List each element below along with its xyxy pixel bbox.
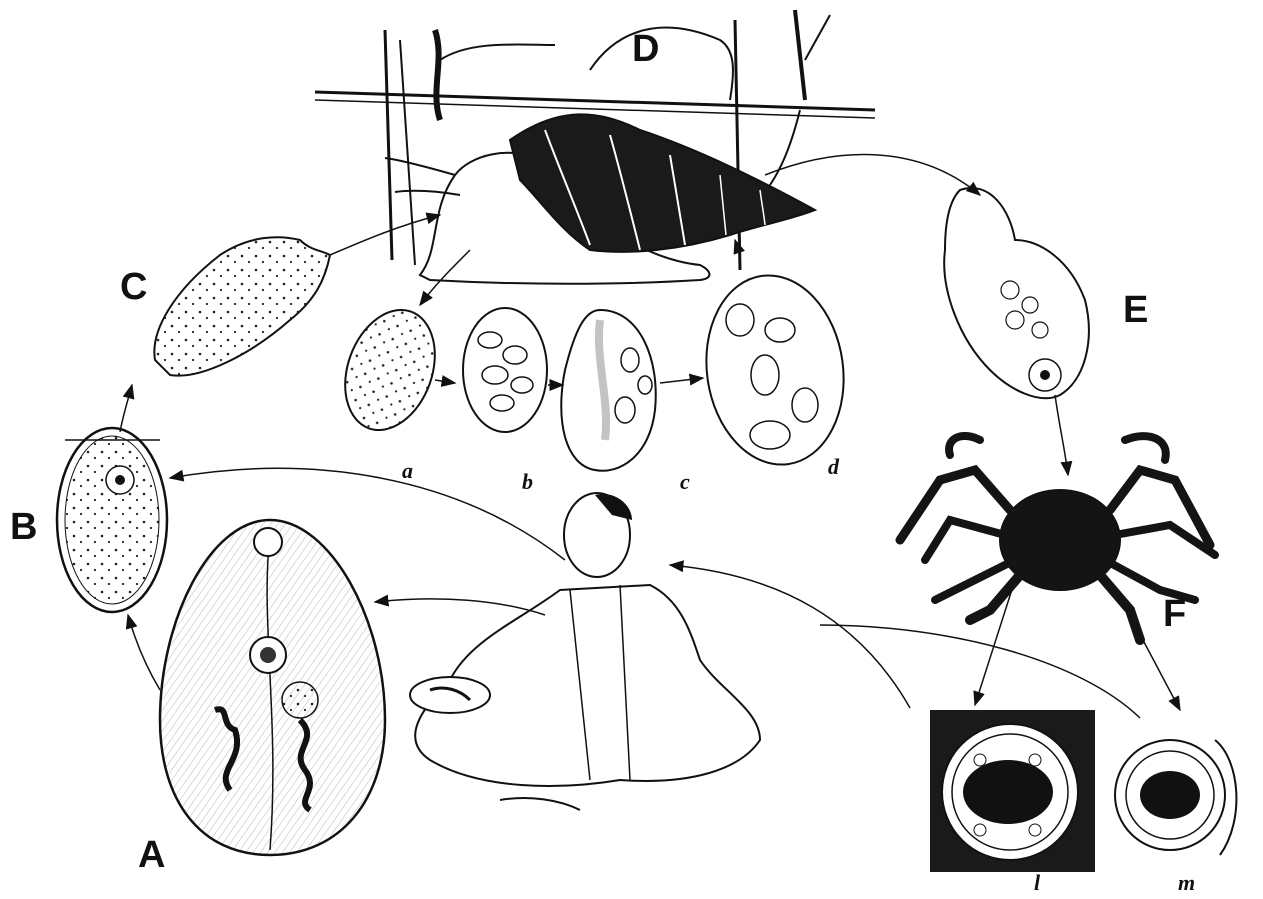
miracidium <box>154 237 330 375</box>
egg <box>57 428 167 612</box>
cercaria <box>944 188 1089 398</box>
adult-fluke <box>160 520 385 855</box>
label-b: b <box>522 471 533 493</box>
label-a: a <box>402 460 413 482</box>
label-A: A <box>138 836 165 874</box>
label-c: c <box>680 471 690 493</box>
stage-b-sporocyst <box>463 308 547 432</box>
stage-a-sporocyst <box>329 297 450 442</box>
label-C: C <box>120 268 147 306</box>
stage-d-redia <box>694 266 855 473</box>
human-host <box>410 493 760 810</box>
label-D: D <box>632 30 659 68</box>
label-E: E <box>1123 291 1148 329</box>
label-m: m <box>1178 872 1195 894</box>
cyst-l <box>930 710 1095 872</box>
label-B: B <box>10 508 37 546</box>
snail <box>385 114 815 283</box>
cyst-m <box>1115 740 1236 855</box>
label-F: F <box>1163 595 1186 633</box>
label-l: l <box>1034 872 1040 894</box>
label-d: d <box>828 456 839 478</box>
stage-c-redia <box>561 310 656 471</box>
